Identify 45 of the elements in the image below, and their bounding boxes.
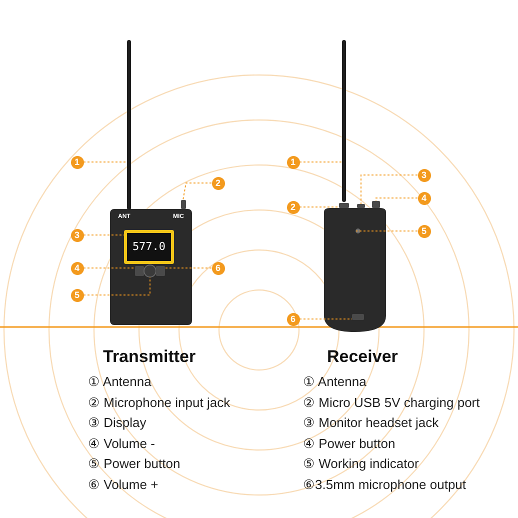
list-item: ⑤ Working indicator	[303, 457, 419, 470]
display-screen: 577.0	[124, 230, 174, 264]
volume-button	[156, 266, 165, 276]
callout-number: 4	[418, 192, 430, 204]
callout-number: 4	[70, 262, 84, 274]
list-item: ④ Volume -	[88, 436, 155, 450]
list-item: ⑥ Volume +	[88, 478, 158, 491]
list-item: ③ Display	[88, 416, 146, 430]
headset-jack	[357, 204, 365, 208]
leader-line	[299, 206, 340, 208]
section-heading: Transmitter	[103, 348, 196, 365]
charging-port	[339, 203, 349, 208]
audio-jack	[352, 314, 364, 320]
callout-number: 6	[286, 312, 300, 326]
microphone-jack	[181, 200, 186, 209]
leader-line	[83, 276, 150, 296]
callout-number: 1	[286, 156, 300, 168]
leader-line	[299, 318, 352, 320]
callout-number: 5	[418, 224, 430, 238]
list-item: ④ Power button	[303, 436, 396, 450]
indicator-light	[356, 228, 360, 234]
leader-line	[360, 174, 418, 204]
antenna	[342, 40, 346, 202]
callout-number: 6	[212, 262, 224, 274]
list-item: ② Microphone input jack	[88, 396, 230, 409]
leader-line	[83, 234, 124, 236]
leader-line	[182, 182, 212, 200]
list-item: ① Antenna	[88, 375, 152, 388]
power-button	[372, 201, 380, 208]
callout-number: 5	[70, 288, 84, 302]
section-heading: Receiver	[327, 348, 398, 365]
leader-line	[356, 230, 418, 232]
callout-number: 2	[212, 176, 224, 190]
list-item: ⑥3.5mm microphone output	[303, 478, 466, 491]
antenna	[127, 40, 131, 210]
callout-number: 1	[70, 156, 84, 168]
volume-button	[135, 266, 144, 276]
callout-number: 2	[286, 200, 300, 214]
list-item: ③ Monitor headset jack	[303, 416, 439, 430]
callout-number: 3	[418, 168, 430, 182]
list-item: ① Antenna	[303, 375, 366, 388]
leader-line	[376, 198, 418, 202]
list-item: ⑤ Power button	[88, 457, 180, 470]
callout-number: 3	[70, 228, 84, 242]
list-item: ② Micro USB 5V charging port	[303, 396, 480, 409]
